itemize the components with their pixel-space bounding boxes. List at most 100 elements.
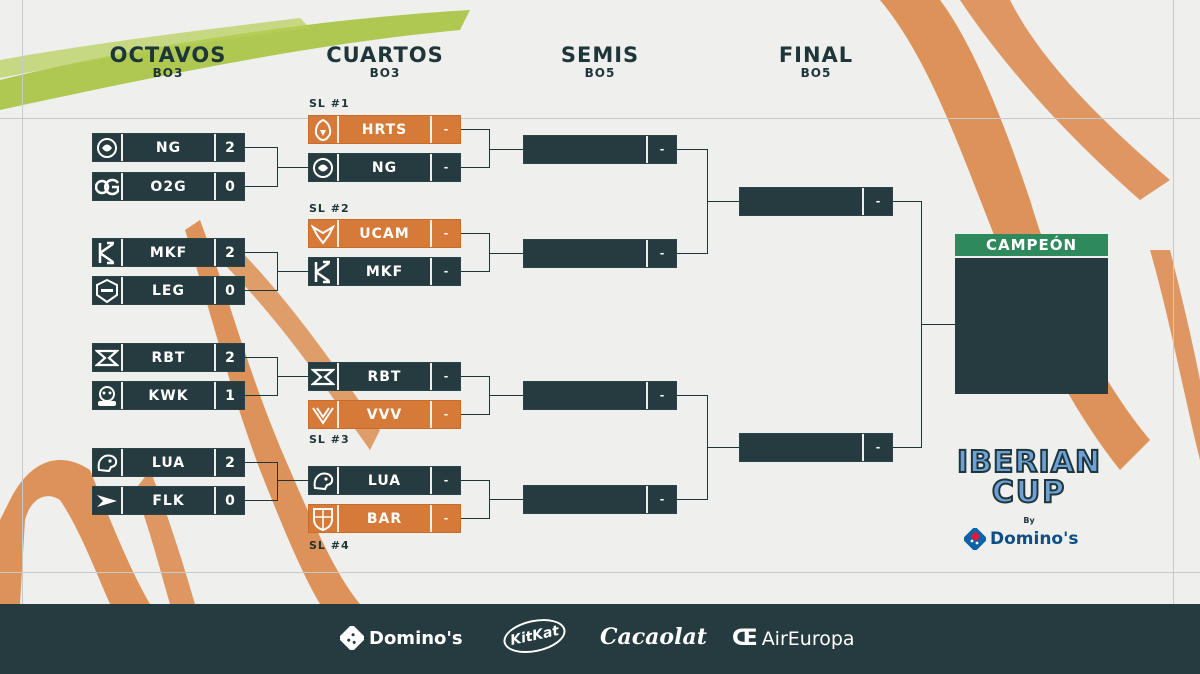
team-tag: RBT bbox=[151, 349, 186, 366]
octavos-slot[interactable]: RBT 2 bbox=[92, 343, 245, 372]
footer-sponsor-cacaolat[interactable]: Cacaolat bbox=[600, 624, 707, 650]
frame-line bbox=[1173, 0, 1174, 604]
bracket-connector bbox=[245, 252, 277, 253]
cuartos-slot[interactable]: RBT - bbox=[308, 362, 461, 391]
sponsor-footer: Domino's KitKat Cacaolat Œ AirEuropa bbox=[0, 604, 1200, 674]
bracket-connector bbox=[277, 167, 308, 168]
flk-logo-icon bbox=[97, 494, 117, 507]
footer-sponsor-aireuropa[interactable]: Œ AirEuropa bbox=[732, 626, 855, 651]
octavos-slot[interactable]: LUA 2 bbox=[92, 448, 245, 477]
footer-sponsor-dominos[interactable]: Domino's bbox=[340, 626, 463, 650]
team-logo bbox=[93, 239, 123, 266]
team-tag: UCAM bbox=[359, 225, 410, 242]
sponsor-name: Cacaolat bbox=[600, 624, 707, 650]
team-logo bbox=[93, 344, 123, 371]
team-score: 2 bbox=[214, 134, 244, 161]
bracket-connector bbox=[489, 129, 490, 168]
team-logo bbox=[309, 154, 339, 181]
octavos-slot[interactable]: LEG 0 bbox=[92, 276, 245, 305]
lua-logo-icon bbox=[313, 472, 334, 490]
team-score: - bbox=[430, 220, 460, 247]
octavos-slot[interactable]: MKF 2 bbox=[92, 238, 245, 267]
round-title: SEMIS bbox=[560, 43, 640, 67]
round-cuartos-header: CUARTOS BO3 bbox=[305, 44, 465, 80]
bracket-connector bbox=[461, 167, 489, 168]
team-logo bbox=[93, 173, 123, 200]
team-logo bbox=[309, 505, 339, 532]
bracket-connector bbox=[277, 376, 308, 377]
team-logo bbox=[309, 258, 339, 285]
team-tag: BAR bbox=[366, 510, 403, 527]
sponsor-name: Domino's bbox=[369, 627, 463, 649]
aireuropa-logo-icon: Œ bbox=[732, 626, 758, 651]
iberian-cup-logo: IBERIAN CUP By Domino's bbox=[948, 446, 1118, 561]
vvv-logo-icon bbox=[312, 406, 334, 425]
semis-slot[interactable]: - bbox=[523, 381, 677, 410]
bracket-connector bbox=[677, 253, 707, 254]
bracket-connector bbox=[245, 500, 277, 501]
frame-line bbox=[0, 118, 1200, 119]
semis-slot[interactable]: - bbox=[523, 135, 677, 164]
event-logo-line2: CUP bbox=[991, 475, 1067, 510]
champion-label: CAMPEÓN bbox=[955, 234, 1108, 258]
semis-slot[interactable]: - bbox=[523, 485, 677, 514]
octavos-slot[interactable]: FLK 0 bbox=[92, 486, 245, 515]
team-score: - bbox=[646, 240, 676, 267]
team-tag: KWK bbox=[148, 387, 189, 404]
team-logo bbox=[309, 363, 339, 390]
sponsor-name: KitKat bbox=[500, 613, 569, 659]
final-slot[interactable]: - bbox=[739, 187, 893, 216]
team-logo bbox=[93, 134, 123, 161]
team-score: - bbox=[430, 467, 460, 494]
team-score: 0 bbox=[214, 277, 244, 304]
bracket-connector bbox=[921, 324, 955, 325]
round-title: CUARTOS bbox=[326, 43, 444, 67]
octavos-slot[interactable]: O2G 0 bbox=[92, 172, 245, 201]
cuartos-slot[interactable]: MKF - bbox=[308, 257, 461, 286]
mkf-logo-icon bbox=[314, 260, 330, 283]
cuartos-slot[interactable]: UCAM - bbox=[308, 219, 461, 248]
team-score: - bbox=[430, 154, 460, 181]
frame-line bbox=[22, 0, 23, 604]
superleague-label: SL #3 bbox=[309, 433, 350, 446]
team-tag: RBT bbox=[367, 368, 402, 385]
bracket-connector bbox=[893, 201, 921, 202]
round-octavos-header: OCTAVOS BO3 bbox=[88, 44, 248, 80]
cuartos-slot[interactable]: LUA - bbox=[308, 466, 461, 495]
team-logo bbox=[93, 277, 123, 304]
frame-line bbox=[0, 572, 1200, 573]
round-format: BO5 bbox=[584, 66, 616, 80]
bracket-connector bbox=[461, 129, 489, 130]
bracket-connector bbox=[461, 480, 489, 481]
bracket-connector bbox=[489, 253, 523, 254]
footer-sponsor-kitkat[interactable]: KitKat bbox=[500, 613, 569, 659]
bracket-connector bbox=[277, 462, 278, 501]
team-tag: MKF bbox=[365, 263, 404, 280]
team-score: - bbox=[430, 401, 460, 428]
semis-slot[interactable]: - bbox=[523, 239, 677, 268]
team-score: - bbox=[646, 136, 676, 163]
team-score: - bbox=[862, 188, 892, 215]
cuartos-slot[interactable]: VVV - bbox=[308, 400, 461, 429]
event-logo-line1: IBERIAN bbox=[956, 445, 1102, 480]
team-logo bbox=[309, 401, 339, 428]
ng-logo-icon bbox=[97, 137, 117, 158]
dominos-logo-icon bbox=[340, 626, 364, 650]
cuartos-slot[interactable]: BAR - bbox=[308, 504, 461, 533]
team-logo bbox=[93, 487, 123, 514]
round-title: FINAL bbox=[778, 43, 854, 67]
kwk-logo-icon bbox=[98, 385, 116, 406]
cuartos-slot[interactable]: HRTS - bbox=[308, 115, 461, 144]
team-score: - bbox=[862, 434, 892, 461]
bracket-connector bbox=[245, 147, 277, 148]
superleague-label: SL #4 bbox=[309, 539, 350, 552]
champion-box[interactable]: CAMPEÓN bbox=[955, 234, 1108, 394]
rbt-logo-icon bbox=[311, 368, 335, 385]
octavos-slot[interactable]: NG 2 bbox=[92, 133, 245, 162]
legacy5-logo-icon bbox=[96, 278, 118, 303]
octavos-slot[interactable]: KWK 1 bbox=[92, 381, 245, 410]
bracket-connector bbox=[245, 186, 277, 187]
cuartos-slot[interactable]: NG - bbox=[308, 153, 461, 182]
final-slot[interactable]: - bbox=[739, 433, 893, 462]
team-logo bbox=[309, 467, 339, 494]
